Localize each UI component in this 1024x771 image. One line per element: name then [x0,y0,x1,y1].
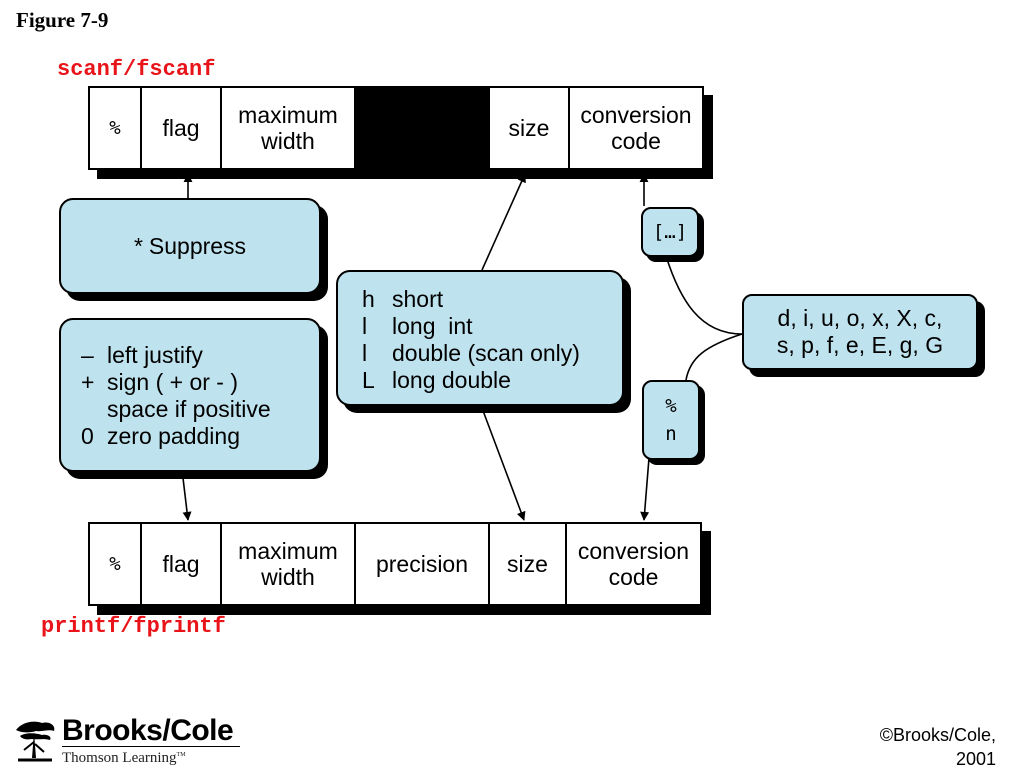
suppress-star: * [133,232,143,259]
printf-width-line-2: width [261,564,315,590]
copyright-line-2: 2001 [955,749,996,769]
printf-label: printf/fprintf [41,614,226,639]
conversion-codes-line-1: d, i, u, o, x, X, c, [777,305,943,331]
scanset-box: […] [641,207,699,257]
flags-row-sign: +sign ( + or - ) [81,369,239,395]
printf-conversion-cell: conversion code [567,524,700,604]
trademark-mark: TM [176,752,186,758]
scanf-width-cell: maximum width [222,88,356,168]
flags-box: –left justify +sign ( + or - ) space if … [59,318,321,472]
printf-flag-cell: flag [142,524,222,604]
conversion-codes-line-2: s, p, f, e, E, g, G [776,332,944,358]
scanf-conversion-cell: conversion code [570,88,702,168]
flags-row-space: space if positive [107,396,271,422]
printf-width-line-1: maximum [238,538,338,564]
curve-codes-to-bracket [665,255,743,335]
suppress-box: * Suppress [59,198,321,294]
scanf-size-cell: size [490,88,570,168]
tree-logo-icon [16,721,55,762]
scanf-spec-row: % flag maximum width size conversion cod… [88,86,704,170]
flags-row-left-justify: –left justify [81,342,203,368]
scanf-width-line-2: width [261,128,315,154]
printf-size-cell: size [490,524,567,604]
scanf-width-line-1: maximum [238,102,338,128]
printf-spec-row: % flag maximum width precision size conv… [88,522,702,606]
printf-conversion-line-2: code [608,564,659,590]
scanf-precision-blank-cell [356,88,490,168]
curve-codes-to-percent-n [685,333,743,381]
suppress-text: Suppress [148,232,247,259]
printf-width-cell: maximum width [222,524,356,604]
arrow-flags-to-printf-flag [182,477,192,521]
copyright-line-1: ©Brooks/Cole, [879,725,996,745]
scanf-label: scanf/fscanf [57,57,216,82]
arrow-size-to-printf-size [481,407,526,521]
percent-n-line-2: n [665,423,677,445]
arrow-percent-n-to-printf-conversion [640,457,650,521]
brooks-cole-logo: Brooks/Cole Thomson LearningTM [12,716,240,766]
scanf-conversion-line-2: code [611,128,661,154]
printf-percent-cell: % [90,524,142,604]
conversion-codes-box: d, i, u, o, x, X, c, s, p, f, e, E, g, G [742,294,978,370]
figure-title: Figure 7-9 [16,8,109,32]
brand-subtitle: Thomson LearningTM [62,750,186,766]
arrow-size-to-scanf-size [481,173,526,271]
scanf-flag-cell: flag [142,88,222,168]
scanf-conversion-line-1: conversion [580,102,692,128]
percent-n-box: % n [642,380,700,460]
brand-name: Brooks/Cole [62,714,234,747]
printf-conversion-line-1: conversion [577,538,690,564]
copyright-notice: ©Brooks/Cole, 2001 [880,723,996,771]
scanf-percent-cell: % [90,88,142,168]
printf-precision-cell: precision [356,524,490,604]
percent-n-line-1: % [665,395,677,417]
